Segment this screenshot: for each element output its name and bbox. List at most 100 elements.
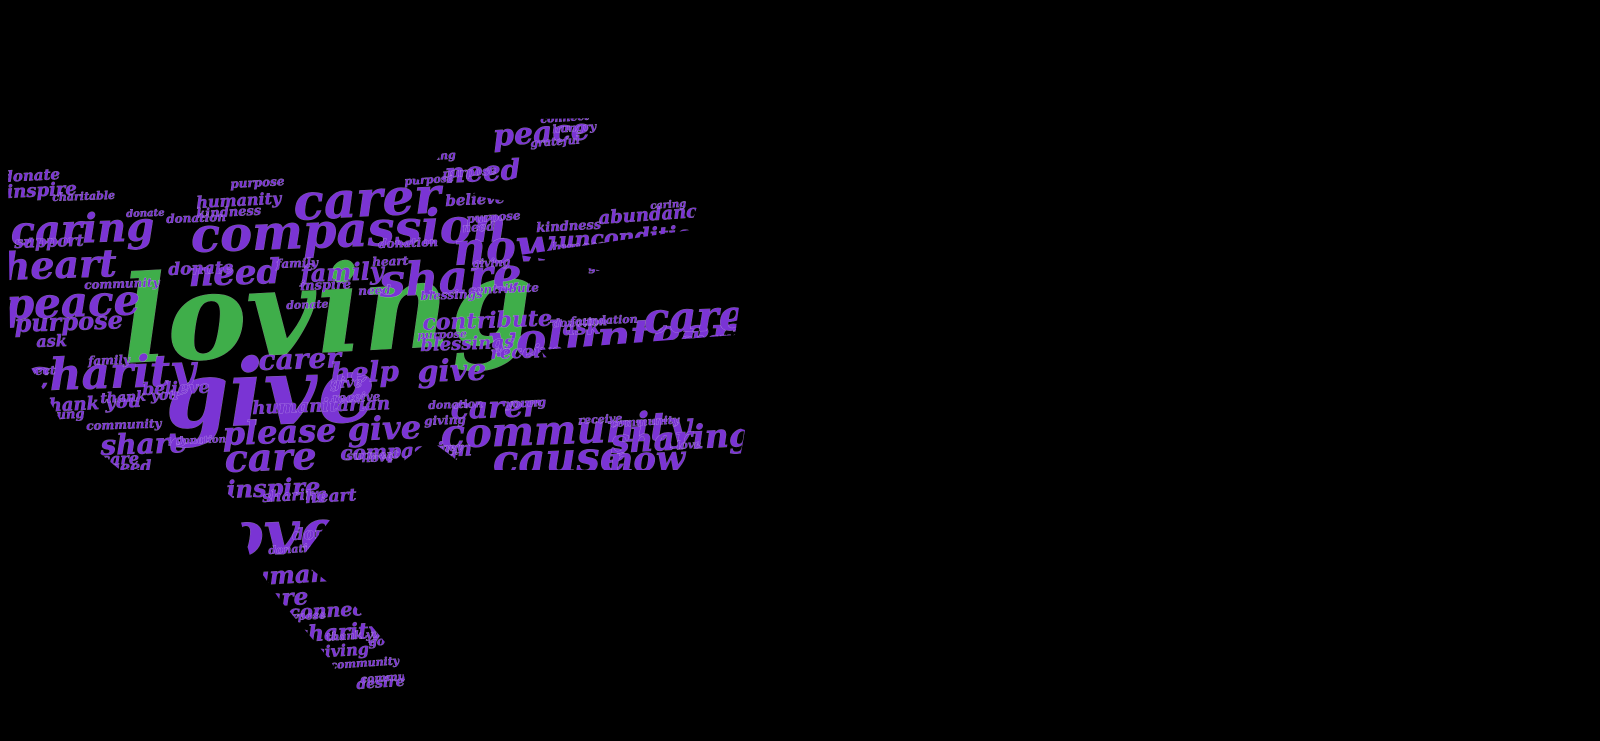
cloud-word: compassion	[1317, 468, 1398, 485]
cloud-word: wishes	[1215, 505, 1262, 521]
cloud-word: hunger	[551, 238, 606, 256]
cloud-word: cause	[491, 431, 628, 485]
cloud-word: love	[675, 437, 702, 452]
cloud-word: donation	[175, 434, 227, 447]
cloud-word: hope	[1107, 17, 1139, 32]
cloud-word: help	[1099, 25, 1150, 52]
cloud-word: humanitarian	[821, 202, 1053, 246]
cloud-word: kindness	[1089, 262, 1600, 413]
cloud-word: hope	[1175, 149, 1299, 207]
cloud-word: young	[39, 406, 85, 424]
cloud-word: young	[504, 394, 547, 411]
cloud-word: donation	[427, 397, 484, 412]
cloud-word: kindness	[535, 217, 602, 236]
cloud-word: kindness	[807, 228, 909, 258]
cloud-word: now	[887, 489, 914, 504]
cloud-word: now	[1397, 458, 1442, 482]
cloud-word: charity	[1121, 535, 1166, 550]
cloud-word: give	[1067, 287, 1111, 311]
cloud-word: money	[421, 440, 463, 455]
cloud-word: grateful	[1047, 286, 1099, 302]
cloud-word: donate	[1009, 561, 1096, 592]
cloud-word: believe	[444, 188, 505, 210]
cloud-word: community	[609, 413, 680, 430]
cloud-word: purpose	[13, 305, 124, 338]
cloud-word: hungry	[611, 252, 653, 266]
cloud-word: believe	[1179, 143, 1261, 172]
cloud-word: changes	[1104, 527, 1161, 543]
cloud-word: purpose	[1257, 423, 1331, 445]
cloud-word: cause	[1301, 474, 1351, 494]
cloud-word: donation	[1491, 295, 1553, 313]
cloud-word: community	[85, 416, 162, 433]
cloud-word: carer	[257, 341, 342, 377]
cloud-word: donation	[1207, 231, 1349, 272]
cloud-word: contribute	[979, 456, 1052, 473]
cloud-word: donate	[285, 297, 329, 312]
cloud-word: family	[1129, 79, 1201, 107]
cloud-word: heart	[304, 485, 357, 508]
cloud-word: giving	[965, 469, 1005, 484]
cloud-word: now	[607, 438, 686, 481]
cloud-word: kindness	[1479, 315, 1576, 342]
cloud-word: donate	[167, 257, 234, 280]
cloud-word: family	[87, 352, 131, 368]
cloud-word: save	[897, 465, 931, 482]
cloud-word: grateful	[529, 133, 581, 150]
cloud-word: unconditional	[1329, 244, 1425, 263]
cloud-word: need	[1465, 437, 1502, 454]
cloud-word: donation	[377, 234, 439, 251]
cloud-word: inspire	[299, 277, 352, 294]
cloud-word: grandest	[1154, 105, 1236, 129]
cloud-word: charitable	[51, 188, 116, 204]
cloud-word: purpose	[416, 327, 468, 342]
cloud-word: hunger	[1521, 330, 1572, 347]
cloud-word: thank you	[99, 386, 179, 407]
cloud-word: purpose	[403, 171, 455, 188]
cloud-word: purpose	[229, 174, 285, 191]
cloud-word: community	[329, 654, 400, 672]
cloud-word: blessings	[419, 286, 483, 303]
cloud-word: kindness	[1329, 438, 1391, 455]
cloud-word: giving	[1155, 134, 1199, 151]
cloud-word: now	[1099, 557, 1126, 572]
cloud-word: community	[859, 501, 936, 519]
cloud-word: share	[679, 325, 743, 352]
cloud-word: benefit	[1275, 258, 1324, 275]
cloud-word: support	[1517, 343, 1598, 369]
cloud-word: donation	[561, 349, 618, 364]
cloud-word: faith	[1351, 269, 1388, 286]
cloud-word: heart	[371, 253, 409, 269]
cloud-word: connect	[1, 363, 56, 379]
cloud-word: kindness	[1481, 261, 1548, 280]
cloud-word: donate	[1373, 266, 1553, 330]
cloud-word: caring	[1019, 314, 1086, 339]
cloud-word: give	[1081, 295, 1125, 319]
cloud-word: faith	[1495, 384, 1556, 414]
cloud-word: caregiving	[1079, 216, 1247, 258]
cloud-word: hungry	[1039, 220, 1093, 238]
cloud-word: love	[365, 450, 394, 465]
cloud-word: hope	[1103, 243, 1149, 265]
cloud-word: purpose	[275, 608, 327, 624]
cloud-word: donation	[1249, 172, 1306, 188]
cloud-word: purpose	[1147, 120, 1199, 136]
cloud-word: giving	[471, 255, 511, 270]
cloud-word: unconditional	[1213, 365, 1316, 384]
cloud-word: family	[275, 255, 319, 271]
cloud-word: welcome	[1097, 388, 1152, 404]
cloud-word: ask	[1161, 266, 1249, 322]
cloud-word: volunteer	[1227, 179, 1379, 220]
cloud-word: trust	[1099, 287, 1151, 311]
cloud-word: hope	[1309, 274, 1394, 314]
cloud-word: humanitarian	[1399, 382, 1493, 401]
cloud-word: give	[587, 259, 614, 274]
cloud-word: go	[1571, 260, 1591, 276]
cloud-word: charity	[1311, 467, 1356, 482]
cloud-word: giving	[1149, 517, 1189, 532]
cloud-word: carer	[943, 199, 1016, 232]
cloud-word: donation	[165, 209, 227, 226]
